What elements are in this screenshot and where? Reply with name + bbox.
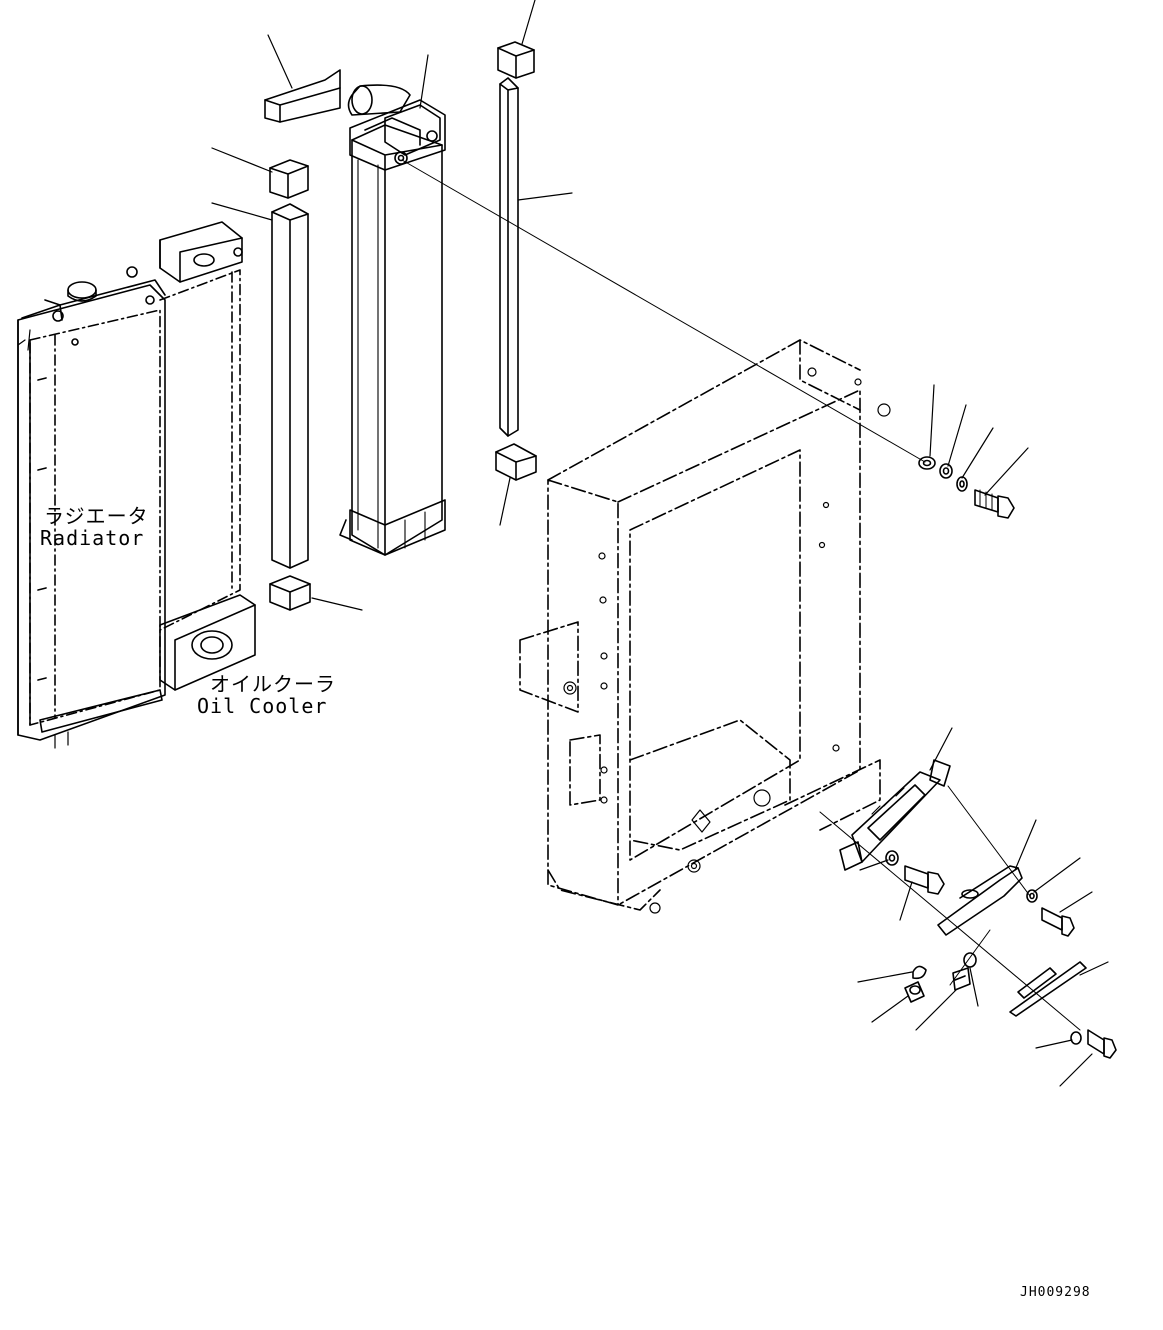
oil-cooler-label-en: Oil Cooler (197, 694, 328, 718)
leader-lines (211, 0, 1109, 1087)
bolt-lower-left (904, 865, 945, 895)
bolt-bottom (1087, 1029, 1117, 1059)
grommet-1 (912, 965, 927, 980)
condenser-core (339, 84, 446, 556)
bolt-upper (974, 489, 1015, 519)
washer-lower-left (885, 850, 899, 866)
seal-strip-long-left (271, 203, 309, 569)
washer-lower-right (1026, 889, 1038, 903)
seal-block-top-right (497, 41, 535, 79)
fitting-2 (952, 967, 971, 991)
radiator-assembly (17, 266, 166, 749)
bracket-plate (839, 759, 951, 871)
seal-block-small-2 (269, 575, 311, 611)
seal-block-lower-right (495, 443, 537, 481)
washer-upper-1 (939, 463, 953, 479)
seal-strip-long-right (499, 77, 519, 437)
nut-upper (918, 456, 936, 470)
washer-bottom (1070, 1031, 1082, 1045)
clamp-bar (937, 865, 1023, 936)
seal-block-top-left (264, 69, 341, 123)
small-bracket (1009, 961, 1087, 1017)
fitting-1 (904, 981, 925, 1003)
oil-cooler-label-jp: オイルクーラ (210, 672, 336, 696)
radiator-label-en: Radiator (40, 526, 145, 550)
grommet-2 (963, 952, 977, 968)
support-frame (519, 339, 881, 911)
oil-cooler-assembly (159, 221, 256, 691)
support-frame-holes (563, 367, 891, 914)
washer-upper-2 (956, 476, 968, 492)
seal-block-small-1 (269, 159, 309, 199)
drawing-number: JH009298 (1020, 1285, 1091, 1300)
bolt-lower-right (1041, 907, 1075, 937)
radiator-label-jp: ラジエータ (44, 504, 149, 528)
